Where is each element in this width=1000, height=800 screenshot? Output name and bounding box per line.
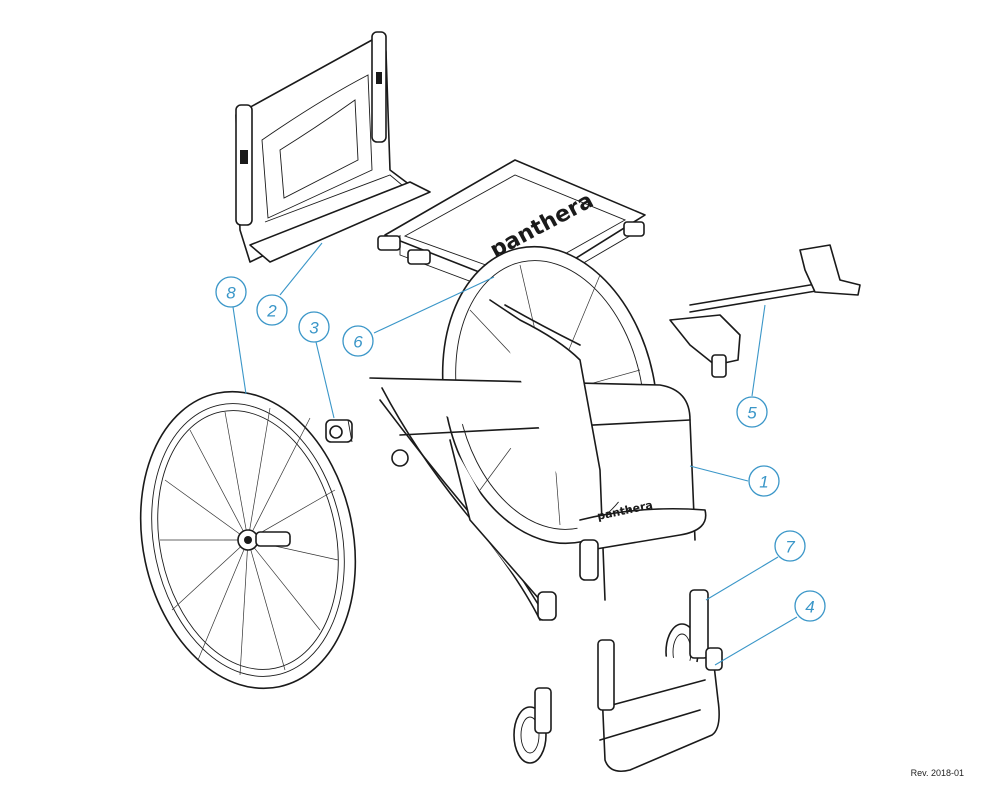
callout-label-6: 6: [353, 333, 363, 352]
brake-part: [669, 244, 861, 378]
callout-label-3: 3: [309, 319, 319, 338]
rear-wheel-part: [139, 390, 357, 690]
footrest-part: [597, 639, 723, 773]
seat-pan-part: panthera: [377, 159, 646, 301]
leader-6: [373, 276, 495, 334]
callout-1: 1: [748, 465, 780, 497]
callout-5: 5: [736, 396, 768, 428]
callout-label-8: 8: [226, 284, 236, 303]
leader-3: [315, 341, 335, 419]
leader-2: [279, 242, 323, 296]
leader-5: [751, 304, 766, 397]
callout-label-2: 2: [266, 302, 277, 321]
callout-label-1: 1: [759, 473, 768, 492]
callout-2: 2: [256, 294, 288, 326]
leader-1: [689, 465, 749, 482]
revision-label: Rev. 2018-01: [910, 768, 964, 778]
callout-6: 6: [342, 325, 374, 357]
callout-4: 4: [794, 590, 826, 622]
callout-label-4: 4: [805, 598, 814, 617]
callout-label-5: 5: [747, 404, 757, 423]
callout-label-7: 7: [785, 538, 795, 557]
leader-lines: [232, 242, 798, 666]
callout-7: 7: [774, 530, 806, 562]
backrest-part: [235, 31, 431, 263]
leader-7: [705, 556, 779, 601]
axle-fitting-part: [325, 419, 353, 443]
callout-8: 8: [215, 276, 247, 308]
leader-4: [714, 616, 798, 666]
leader-8: [232, 306, 247, 395]
front-caster-part: [513, 589, 709, 764]
callout-3: 3: [298, 311, 330, 343]
main-frame-part: panthera: [369, 245, 707, 621]
